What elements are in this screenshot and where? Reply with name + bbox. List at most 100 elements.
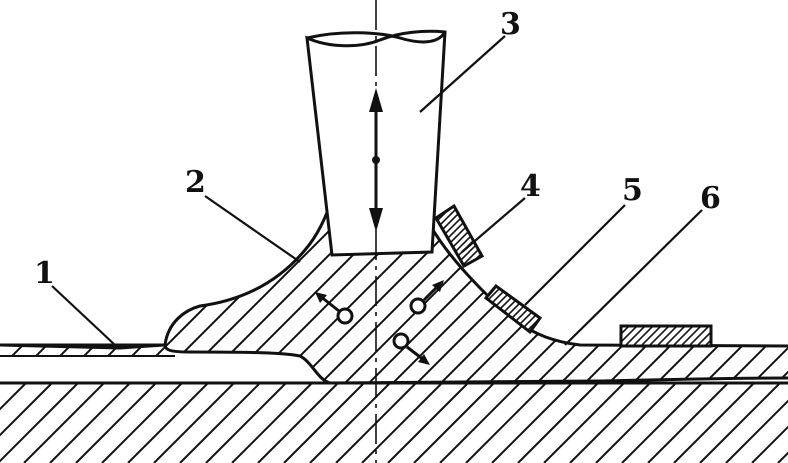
hatch-line [25, 205, 217, 383]
hatch-line [549, 200, 619, 270]
hatch-line [486, 286, 495, 332]
hatch-line [23, 383, 105, 463]
hatch-line [413, 383, 495, 463]
flow-marker-middle [409, 280, 444, 315]
hatch-line [1, 205, 193, 383]
hatch-line [205, 383, 287, 463]
hatch-line [49, 383, 131, 463]
hatch-line [517, 383, 599, 463]
label-5: 5 [622, 173, 643, 208]
hatch-line [528, 200, 598, 270]
hatch-line [515, 286, 540, 332]
hatch-line [697, 205, 788, 383]
label-2: 2 [185, 165, 206, 200]
hatch-line [491, 383, 573, 463]
hatch-line [153, 383, 235, 463]
hatch-line [457, 206, 482, 266]
hatch-line [565, 280, 620, 335]
hatch-line [673, 383, 755, 463]
hatch-line [439, 383, 521, 463]
hatch-line [257, 383, 339, 463]
hatch-line [621, 383, 703, 463]
hatch-line [621, 326, 631, 336]
hatch-line [521, 200, 591, 270]
flow-marker-left [315, 292, 354, 325]
hatch-line [529, 286, 540, 332]
hatch-line [649, 205, 788, 383]
hatch-line [465, 383, 547, 463]
hatch-line [639, 326, 663, 346]
label-1: 1 [34, 256, 55, 291]
tool-top-curve [306, 31, 447, 44]
hatch-line [97, 205, 289, 383]
hatch-line [577, 205, 769, 383]
hatch-line [687, 326, 711, 346]
hatch-line [721, 205, 788, 383]
hatch-line [0, 205, 145, 383]
weld-body-bottom [163, 344, 788, 385]
hatch-line [0, 383, 79, 463]
leader-1 [51, 285, 116, 346]
hatch-line [544, 280, 599, 335]
hatch-line [231, 383, 313, 463]
hatch-line [623, 326, 647, 346]
hatch-line [283, 383, 365, 463]
hatch-line [543, 383, 625, 463]
hatch-line [558, 280, 613, 335]
hatch-line [127, 383, 209, 463]
hatch-line [436, 206, 466, 266]
hatch-line [0, 383, 27, 411]
hatch-line [0, 205, 97, 383]
hatch-line [625, 205, 788, 383]
leader-4 [461, 197, 526, 253]
hatch-line [309, 383, 391, 463]
flow-marker-lower [392, 332, 430, 365]
base-plate [0, 383, 788, 463]
hatch-line [0, 205, 25, 383]
hatch-line [514, 200, 584, 270]
hatch-line [478, 206, 482, 266]
hatch-line [529, 205, 721, 383]
hatch-line [777, 451, 788, 463]
hatch-line [486, 200, 556, 270]
label-4: 4 [520, 169, 541, 204]
hatch-line [507, 200, 577, 270]
hatch-line [0, 205, 49, 383]
hatch-line [450, 206, 482, 266]
flash-plate-6 [619, 324, 713, 348]
hatch-line [121, 205, 313, 383]
hatch-line [769, 205, 788, 383]
hatch-line [663, 326, 687, 346]
leader-6 [564, 209, 703, 346]
hatch-line [436, 206, 459, 266]
hatch-line [695, 330, 711, 346]
hatch-line [572, 280, 627, 335]
hatch-line [387, 383, 469, 463]
hatch-line [464, 206, 482, 266]
hatch-line [745, 205, 788, 383]
leader-3 [419, 35, 506, 113]
hatch-line [0, 383, 53, 437]
hatch-line [655, 326, 679, 346]
leader-5 [524, 204, 626, 306]
hatch-line [425, 280, 480, 335]
hatch-line [671, 326, 695, 346]
hatch-line [703, 338, 711, 346]
leader-2 [204, 195, 301, 263]
hatch-line [647, 383, 729, 463]
hatch-line [595, 383, 677, 463]
hatch-line [553, 205, 745, 383]
hatch-line [493, 200, 563, 270]
hatch-line [647, 326, 671, 346]
hatch-line [621, 326, 639, 344]
label-3: 3 [500, 7, 521, 42]
hatch-line [522, 286, 540, 332]
hatch-line [699, 383, 781, 463]
hatch-line [49, 205, 241, 383]
hatch-line [486, 286, 509, 332]
hatch-line [569, 383, 651, 463]
hatch-line [179, 383, 261, 463]
hatch-line [551, 280, 606, 335]
